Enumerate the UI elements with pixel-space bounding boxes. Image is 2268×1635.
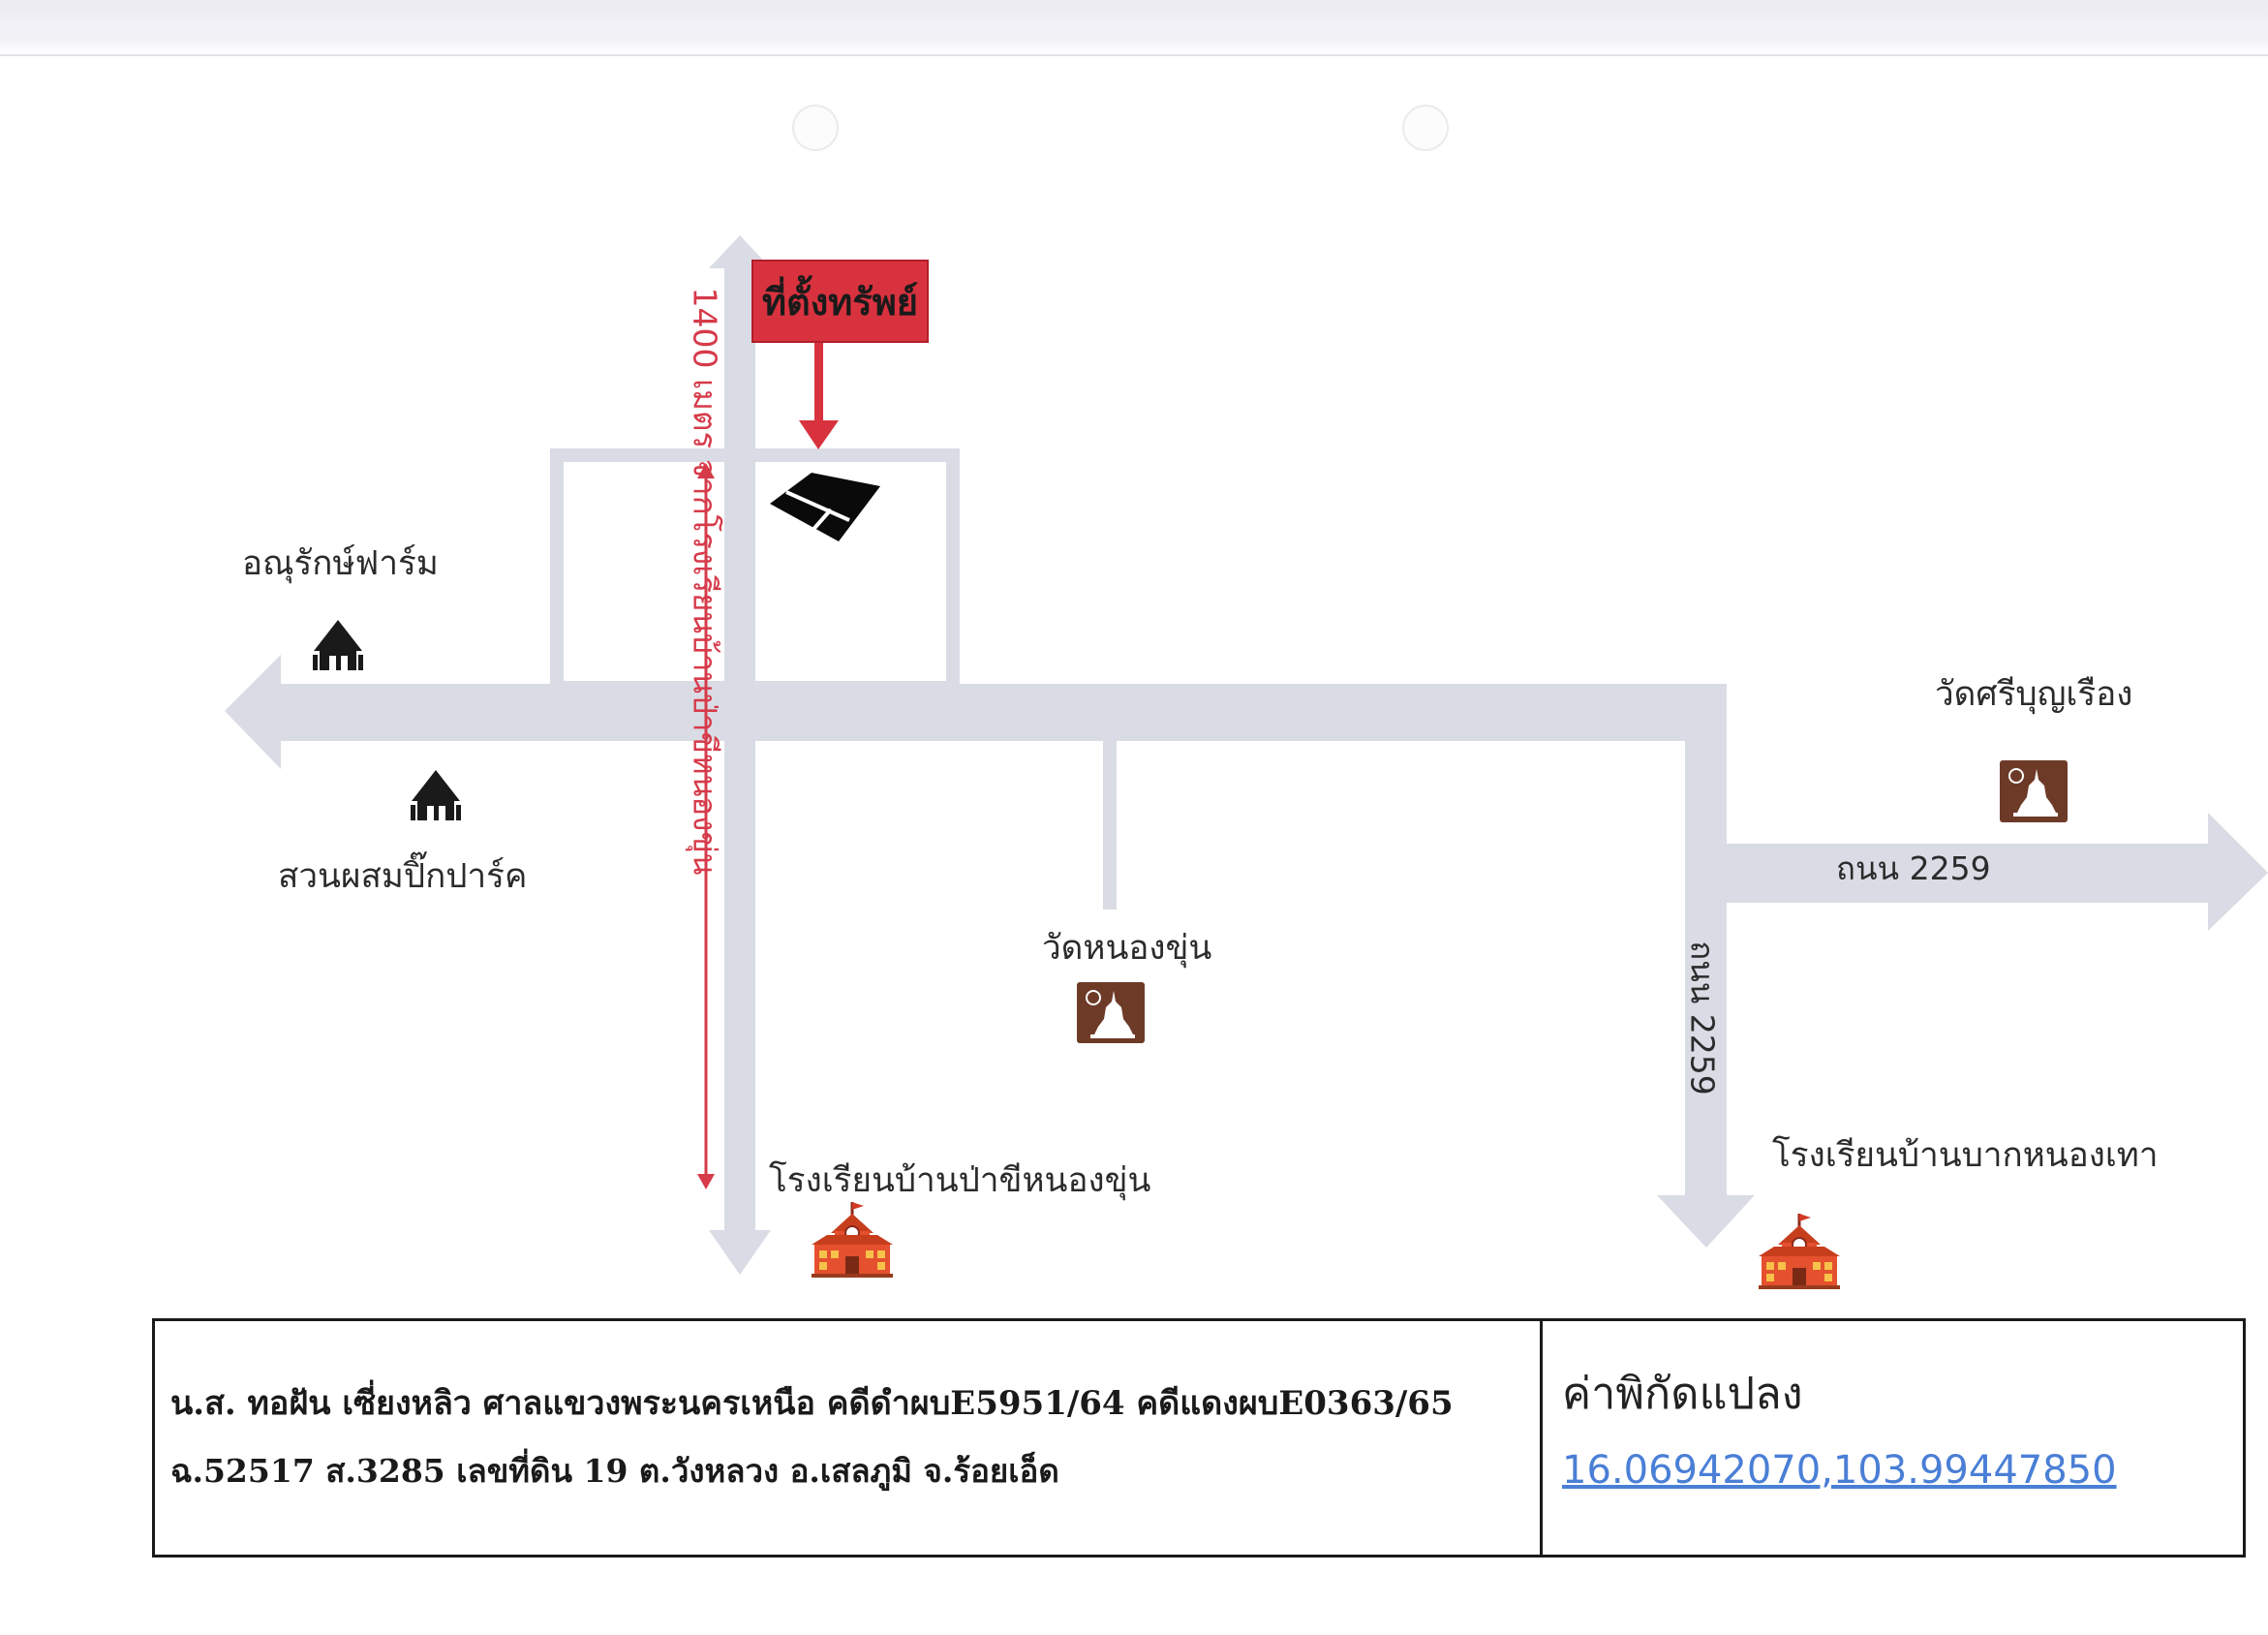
road-2259-right-arrow: [1727, 813, 2268, 931]
temple-icon: [2000, 760, 2068, 822]
land-parcel-icon: [770, 473, 880, 541]
landmark-school-pa-khi-label: โรงเรียนบ้านป่าขีหนองขุ่น: [769, 1161, 1151, 1200]
case-info-cell: น.ส. ทอฝัน เซี่ยงหลิว ศาลแขวงพระนครเหนือ…: [155, 1321, 1543, 1555]
vertical-road-two-arrows: [709, 235, 771, 1275]
coordinate-cell: ค่าพิกัดแปลง 16.06942070,103.99447850: [1543, 1321, 2243, 1555]
road-2259-junction: [1685, 684, 1727, 741]
coordinate-title: ค่าพิกัดแปลง: [1562, 1368, 1803, 1419]
punch-hole-left: [792, 105, 839, 151]
distance-note: 1400 เมตร จากโรงเรียนบ้านป่าขีหนองขุ่น: [686, 287, 724, 876]
road-label-vertical: ถนน 2259: [1683, 941, 1722, 1095]
asset-pointer-head: [799, 420, 839, 449]
house-icon: [313, 620, 363, 670]
side-road: [1103, 741, 1117, 910]
house-icon: [411, 770, 461, 820]
school-icon: [1759, 1214, 1840, 1289]
temple-icon: [1077, 982, 1145, 1043]
road-label-horizontal: ถนน 2259: [1836, 849, 1991, 887]
distance-arrow: [697, 463, 715, 1189]
landmark-school-bak-label: โรงเรียนบ้านบากหนองเทา: [1772, 1136, 2159, 1175]
punch-hole-right: [1402, 105, 1449, 151]
info-table: น.ส. ทอฝัน เซี่ยงหลิว ศาลแขวงพระนครเหนือ…: [152, 1318, 2246, 1558]
landmark-park-label: สวนผสมปิ๊กปาร์ค: [278, 857, 528, 896]
scan-edge: [0, 0, 2268, 56]
asset-label-text: ที่ตั้งทรัพย์: [761, 280, 919, 324]
asset-location-label: ที่ตั้งทรัพย์: [751, 260, 929, 343]
case-info-line-1: น.ส. ทอฝัน เซี่ยงหลิว ศาลแขวงพระนครเหนือ…: [170, 1384, 1454, 1423]
road-2259-down-arrow: [1657, 741, 1755, 1248]
case-info-line-2: ฉ.52517 ส.3285 เลขที่ดิน 19 ต.วังหลวง อ.…: [170, 1452, 1059, 1490]
main-road-left-arrow: [225, 655, 1727, 769]
asset-pointer-stem: [814, 339, 823, 422]
landmark-temple-nong-khun-label: วัดหนองขุ่น: [1042, 929, 1212, 968]
landmark-temple-si-bun-rueang-label: วัดศรีบุญเรือง: [1935, 675, 2133, 714]
landmark-farm-label: อณุรักษ์ฟาร์ม: [242, 544, 439, 583]
school-icon: [812, 1202, 893, 1278]
coordinate-link[interactable]: 16.06942070,103.99447850: [1562, 1448, 2117, 1493]
